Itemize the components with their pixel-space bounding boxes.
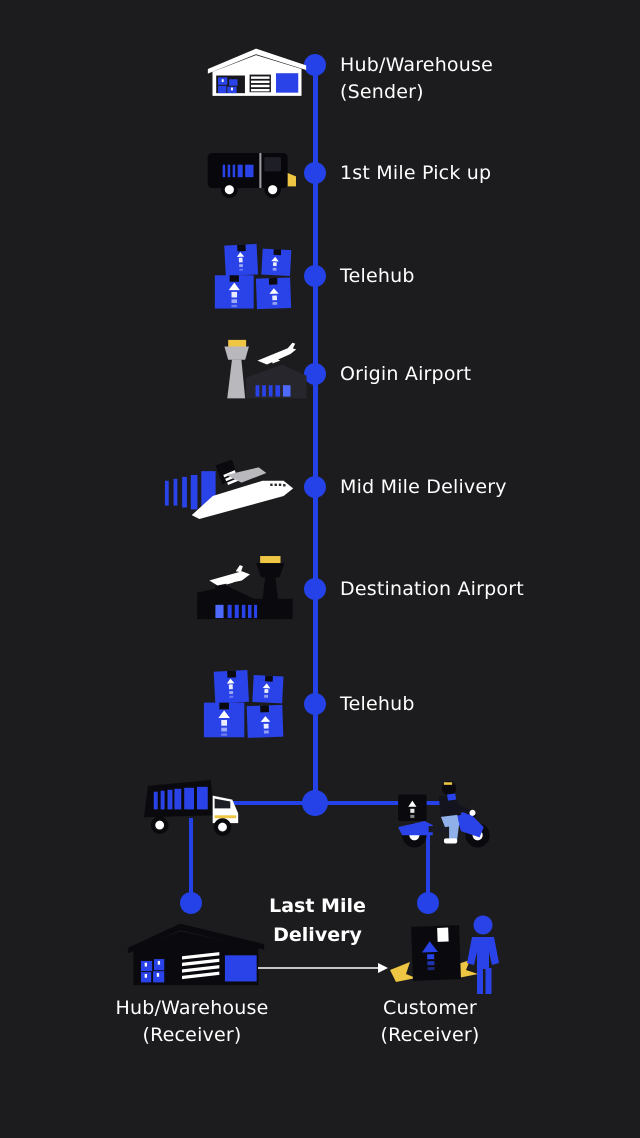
origin-airport-icon (214, 338, 316, 408)
step-label-line: Origin Airport (340, 363, 472, 385)
bottom-sublabel-line: (Receiver) (142, 1024, 242, 1046)
customer-package-icon (386, 912, 504, 1000)
warehouse-sender-icon (206, 44, 308, 98)
step-label-destination-airport: Destination Airport (340, 576, 524, 603)
timeline-dot-5 (304, 476, 326, 498)
delivery-scooter-icon (394, 768, 498, 852)
receiver-hub-dot (180, 892, 202, 914)
warehouse-receiver-icon (126, 918, 266, 991)
cargo-truck-icon (142, 778, 248, 837)
right-arrow-icon (258, 960, 388, 976)
label-hub-warehouse-receiver: Hub/Warehouse (Receiver) (72, 995, 312, 1049)
step-label-telehub-2: Telehub (340, 691, 415, 718)
bottom-label-line: Hub/Warehouse (115, 997, 269, 1019)
branch-line-left (189, 818, 193, 906)
last-mile-delivery-label: Last Mile Delivery (240, 892, 395, 950)
step-label-line: Mid Mile Delivery (340, 476, 507, 498)
label-customer-receiver: Customer (Receiver) (342, 995, 518, 1049)
step-label-line: Telehub (340, 693, 415, 715)
timeline-dot-3 (304, 265, 326, 287)
last-mile-line2: Delivery (273, 924, 362, 946)
airplane-icon (163, 452, 297, 527)
step-label-telehub-1: Telehub (340, 263, 415, 290)
step-label-line: 1st Mile Pick up (340, 162, 492, 184)
step-label-mid-mile: Mid Mile Delivery (340, 474, 507, 501)
step-label-first-mile: 1st Mile Pick up (340, 160, 491, 187)
step-label-line: Hub/Warehouse (340, 54, 493, 76)
step-sublabel-line: (Sender) (340, 81, 424, 103)
bottom-label-line: Customer (383, 997, 477, 1019)
step-label-origin-airport: Origin Airport (340, 361, 471, 388)
timeline-dot-4 (304, 363, 326, 385)
packages-icon (202, 668, 304, 739)
customer-dot (417, 892, 439, 914)
packages-icon (213, 242, 311, 310)
timeline-line (313, 65, 318, 803)
destination-airport-icon (191, 554, 311, 629)
step-label-line: Telehub (340, 265, 415, 287)
step-label-hub-warehouse-sender: Hub/Warehouse (Sender) (340, 52, 493, 106)
timeline-dot-6 (304, 578, 326, 600)
branch-line-horizontal (232, 801, 448, 805)
timeline-dot-1 (304, 54, 326, 76)
bottom-sublabel-line: (Receiver) (380, 1024, 480, 1046)
timeline-dot-2 (304, 162, 326, 184)
last-mile-line1: Last Mile (269, 895, 366, 917)
branch-line-right (426, 830, 430, 906)
timeline-dot-7 (304, 693, 326, 715)
step-label-line: Destination Airport (340, 578, 524, 600)
branch-junction-dot (302, 790, 328, 816)
pickup-truck-icon (206, 148, 306, 200)
